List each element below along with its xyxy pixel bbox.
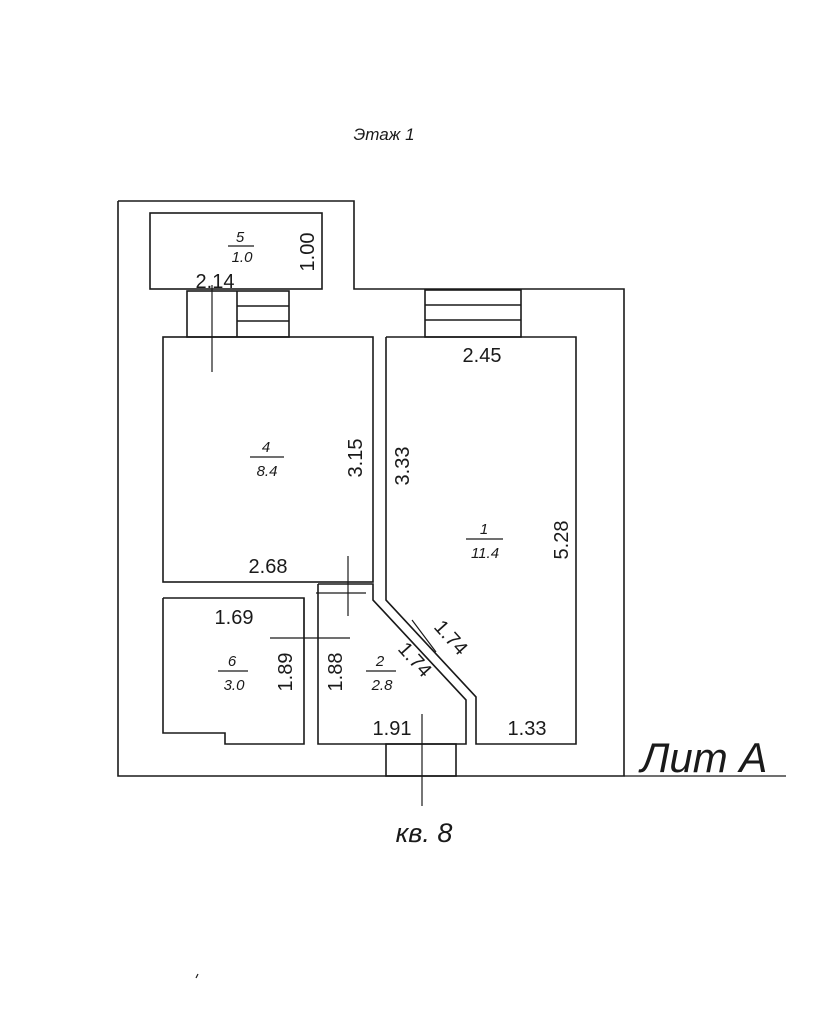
room-1-outline xyxy=(385,336,577,745)
svg-text:4: 4 xyxy=(262,439,270,456)
floor-title: Этаж 1 xyxy=(353,125,414,144)
svg-text:8.4: 8.4 xyxy=(257,463,278,480)
room-2-label: 2 2.8 xyxy=(366,653,396,694)
entrance-porch xyxy=(385,743,457,777)
dim-room2-diag-inner: 1.74 xyxy=(393,638,435,682)
room-1-label: 1 11.4 xyxy=(466,521,503,562)
stairs-left xyxy=(186,290,290,338)
dim-room5-width: 2.14 xyxy=(196,271,235,293)
room-2-diagonal-outer xyxy=(385,599,477,698)
svg-text:11.4: 11.4 xyxy=(471,545,499,562)
svg-text:2.8: 2.8 xyxy=(371,677,394,694)
room-4-label: 4 8.4 xyxy=(250,439,284,480)
dim-room4-width: 2.68 xyxy=(249,556,288,578)
apartment-label: кв. 8 xyxy=(396,818,453,848)
dim-room1-bottom-width: 1.33 xyxy=(508,718,547,740)
room-4-outline xyxy=(162,336,374,583)
building-label: Лит А xyxy=(638,734,768,781)
room-5-outline xyxy=(149,212,323,290)
svg-text:5: 5 xyxy=(236,229,245,246)
dim-room1-right-height: 5.28 xyxy=(551,521,573,560)
dim-room1-top-width: 2.45 xyxy=(463,345,502,367)
dim-room5-height: 1.00 xyxy=(297,233,319,272)
dim-room4-height: 3.15 xyxy=(345,439,367,478)
outer-wall xyxy=(117,200,625,777)
room-2-diagonal-inner xyxy=(372,599,467,701)
svg-text:6: 6 xyxy=(228,653,237,670)
svg-text:3.0: 3.0 xyxy=(224,677,246,694)
dim-room2-bottom-width: 1.91 xyxy=(373,718,412,740)
dim-room6-width: 1.69 xyxy=(215,607,254,629)
dim-room2-height: 1.88 xyxy=(325,653,347,692)
dim-room1-left-height: 3.33 xyxy=(392,447,414,486)
room-6-label: 6 3.0 xyxy=(218,653,248,694)
tick-room2-diag xyxy=(411,619,437,653)
stairs-right xyxy=(424,289,522,338)
svg-text:1: 1 xyxy=(480,521,488,538)
stray-mark xyxy=(195,973,199,979)
room-5-label: 5 1.0 xyxy=(228,229,254,266)
svg-text:1.0: 1.0 xyxy=(232,249,254,266)
dim-room6-height: 1.89 xyxy=(275,653,297,692)
svg-text:2: 2 xyxy=(375,653,385,670)
